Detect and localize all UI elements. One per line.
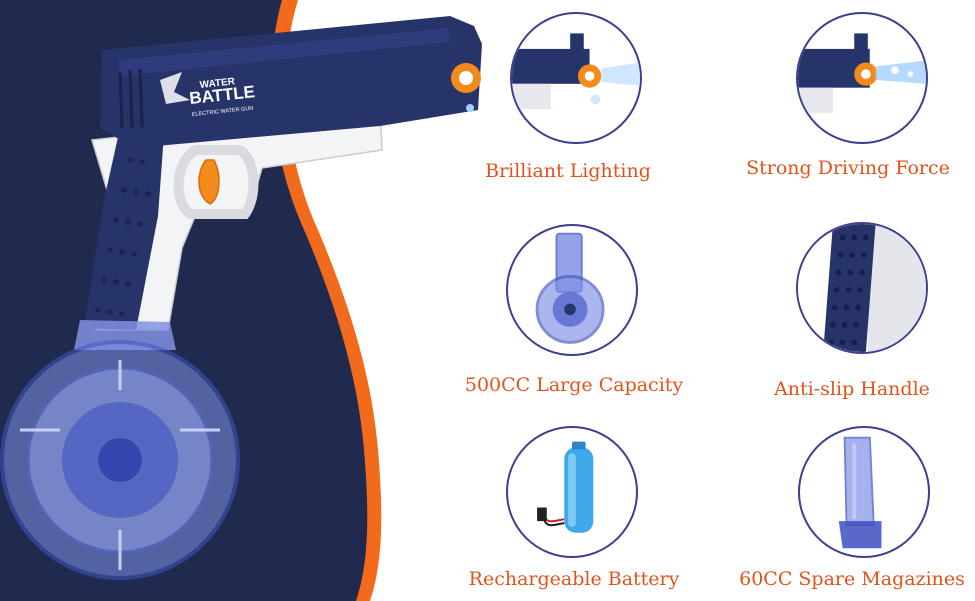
drum-magazine-icon [535, 232, 605, 344]
light-beam-icon [512, 33, 640, 110]
orange-trigger-icon [198, 159, 220, 205]
feature-image-large-capacity [506, 224, 638, 356]
front-led-icon [466, 104, 474, 112]
feature-label-anti-slip-handle: Anti-slip Handle [774, 378, 930, 400]
gun-slide [100, 16, 482, 148]
textured-grip-icon [798, 224, 926, 352]
feature-image-brilliant-lighting [510, 12, 642, 144]
trigger-guard [173, 145, 259, 219]
brand-line-1: WATER [199, 76, 236, 91]
slide-serrations [118, 68, 144, 131]
feature-image-anti-slip-handle [796, 222, 928, 354]
battery-icon [537, 441, 594, 533]
drum-magazine [0, 320, 240, 580]
water-jet-icon [798, 33, 926, 113]
feature-image-strong-driving-force [796, 12, 928, 144]
feature-image-rechargeable-battery [506, 426, 638, 558]
water-gun-illustration: WATER BATTLE ELECTRIC WATER GUN [0, 16, 482, 580]
brand-logo-emblem [160, 72, 190, 104]
feature-label-brilliant-lighting: Brilliant Lighting [485, 160, 651, 182]
feature-label-spare-magazines: 60CC Spare Magazines [739, 568, 965, 590]
feature-label-strong-driving-force: Strong Driving Force [746, 157, 950, 179]
feature-image-spare-magazines [798, 426, 930, 558]
spare-magazine-icon [838, 436, 882, 549]
feature-label-large-capacity: 500CC Large Capacity [464, 374, 684, 396]
feature-label-rechargeable-battery: Rechargeable Battery [468, 568, 680, 590]
